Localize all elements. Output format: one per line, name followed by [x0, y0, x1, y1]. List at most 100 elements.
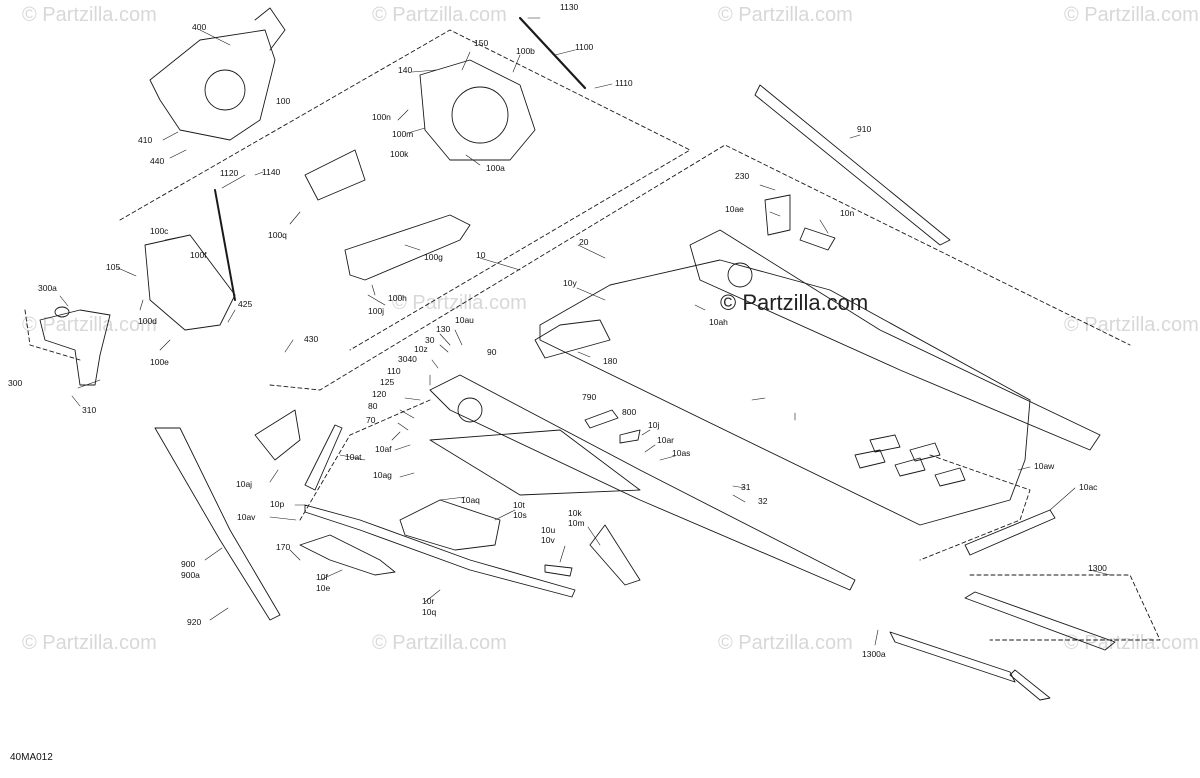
part-label-100f: 100f [190, 250, 207, 260]
part-label-10t: 10t [513, 500, 525, 510]
part-label-110: 110 [387, 366, 401, 376]
part-left-panel-cutout [429, 429, 641, 496]
part-label-100j: 100j [368, 306, 384, 316]
part-left-panel-hole [457, 397, 483, 423]
part-label-100h: 100h [388, 293, 407, 303]
part-400-opening [204, 69, 246, 111]
part-10j-plate [619, 429, 641, 444]
part-10f-footrest [299, 534, 396, 576]
part-100a-opening [451, 86, 509, 144]
part-label-10as: 10as [672, 448, 690, 458]
part-label-100k: 100k [390, 149, 409, 159]
part-10aq-frame [399, 499, 501, 551]
part-800-plate [584, 409, 619, 429]
part-label-10ah: 10ah [709, 317, 728, 327]
part-label-300a: 300a [38, 283, 57, 293]
part-label-410: 410 [138, 135, 152, 145]
part-label-70: 70 [366, 415, 376, 425]
diagram-code: 40MA012 [10, 752, 53, 763]
part-label-10ar: 10ar [657, 435, 674, 445]
part-label-10k: 10k [568, 508, 582, 518]
part-label-10p: 10p [270, 499, 284, 509]
part-label-920: 920 [187, 617, 201, 627]
part-label-10e: 10e [316, 583, 330, 593]
part-label-10aq: 10aq [461, 495, 480, 505]
part-label-10z: 10z [414, 344, 428, 354]
part-10aj-mesh [254, 409, 301, 461]
part-900-side-rail [154, 427, 281, 621]
part-1100-rod [518, 16, 587, 90]
part-10n-clip [799, 227, 836, 251]
part-230-bracket [764, 194, 791, 236]
part-number-labels: 400 150 100b 1100 1130 1110 140 100 100n… [8, 2, 1107, 659]
partzilla-logo: © Partzilla.com [720, 290, 869, 315]
part-label-1300: 1300 [1088, 563, 1107, 573]
part-label-100d: 100d [138, 316, 157, 326]
part-label-10j: 10j [648, 420, 659, 430]
group-outline-bumper [969, 574, 1161, 641]
part-label-10u: 10u [541, 525, 555, 535]
part-label-10v: 10v [541, 535, 555, 545]
part-label-100c: 100c [150, 226, 169, 236]
part-label-440: 440 [150, 156, 164, 166]
part-label-105: 105 [106, 262, 120, 272]
part-label-100e: 100e [150, 357, 169, 367]
part-400-column-support [149, 29, 276, 141]
part-label-425: 425 [238, 299, 252, 309]
part-10y-tunnel [539, 259, 1031, 526]
part-label-10s: 10s [513, 510, 527, 520]
part-label-100n: 100n [372, 112, 391, 122]
part-label-900: 900 [181, 559, 195, 569]
part-label-90: 90 [487, 347, 497, 357]
part-label-1120: 1120 [220, 168, 239, 178]
part-label-120: 120 [372, 389, 386, 399]
callout-leader-lines [59, 17, 1111, 646]
part-label-10ae: 10ae [725, 204, 744, 214]
part-label-10r: 10r [422, 596, 434, 606]
part-label-400: 400 [192, 22, 206, 32]
group-outline-tunnel [269, 144, 1131, 391]
part-100a-front-frame [419, 59, 536, 161]
part-10ac-end-bracket [964, 509, 1056, 556]
part-label-100g: 100g [424, 252, 443, 262]
part-label-10ac: 10ac [1079, 482, 1098, 492]
part-10at-bracket [304, 424, 343, 491]
part-label-10av: 10av [237, 512, 256, 522]
part-right-side-panel [689, 229, 1101, 451]
part-10k-bracket [589, 524, 641, 586]
part-300a-cap [54, 306, 70, 318]
part-label-10aj: 10aj [236, 479, 252, 489]
part-400-bracket [254, 7, 286, 51]
part-label-10f: 10f [316, 572, 328, 582]
part-1300-bumper-lower [889, 631, 1016, 683]
group-outline-front-frame [119, 29, 691, 351]
group-outline-steering [24, 309, 81, 361]
part-1300-bumper-upper [964, 591, 1116, 651]
part-label-125: 125 [380, 377, 394, 387]
part-label-10au: 10au [455, 315, 474, 325]
part-label-150: 150 [474, 38, 488, 48]
part-label-100b: 100b [516, 46, 535, 56]
part-label-800: 800 [622, 407, 636, 417]
part-label-1100: 1100 [575, 42, 594, 52]
part-label-430: 430 [304, 334, 318, 344]
part-label-170: 170 [276, 542, 290, 552]
part-300-steering-support [39, 309, 111, 386]
part-1300-bumper-end [1009, 669, 1051, 701]
part-label-10at: 10at [345, 452, 362, 462]
part-label-32: 32 [758, 496, 768, 506]
part-label-10m: 10m [568, 518, 585, 528]
part-label-31: 31 [741, 482, 751, 492]
part-1120-rod [214, 189, 236, 301]
part-label-80: 80 [368, 401, 378, 411]
part-tunnel-vent-slots [854, 434, 966, 487]
part-label-100q: 100q [268, 230, 287, 240]
part-label-310: 310 [82, 405, 96, 415]
part-label-20: 20 [579, 237, 589, 247]
part-label-30: 30 [425, 335, 435, 345]
group-outline-tunnel-end [919, 454, 1031, 561]
part-label-1110: 1110 [615, 78, 633, 88]
part-10r-running-board [304, 504, 576, 598]
